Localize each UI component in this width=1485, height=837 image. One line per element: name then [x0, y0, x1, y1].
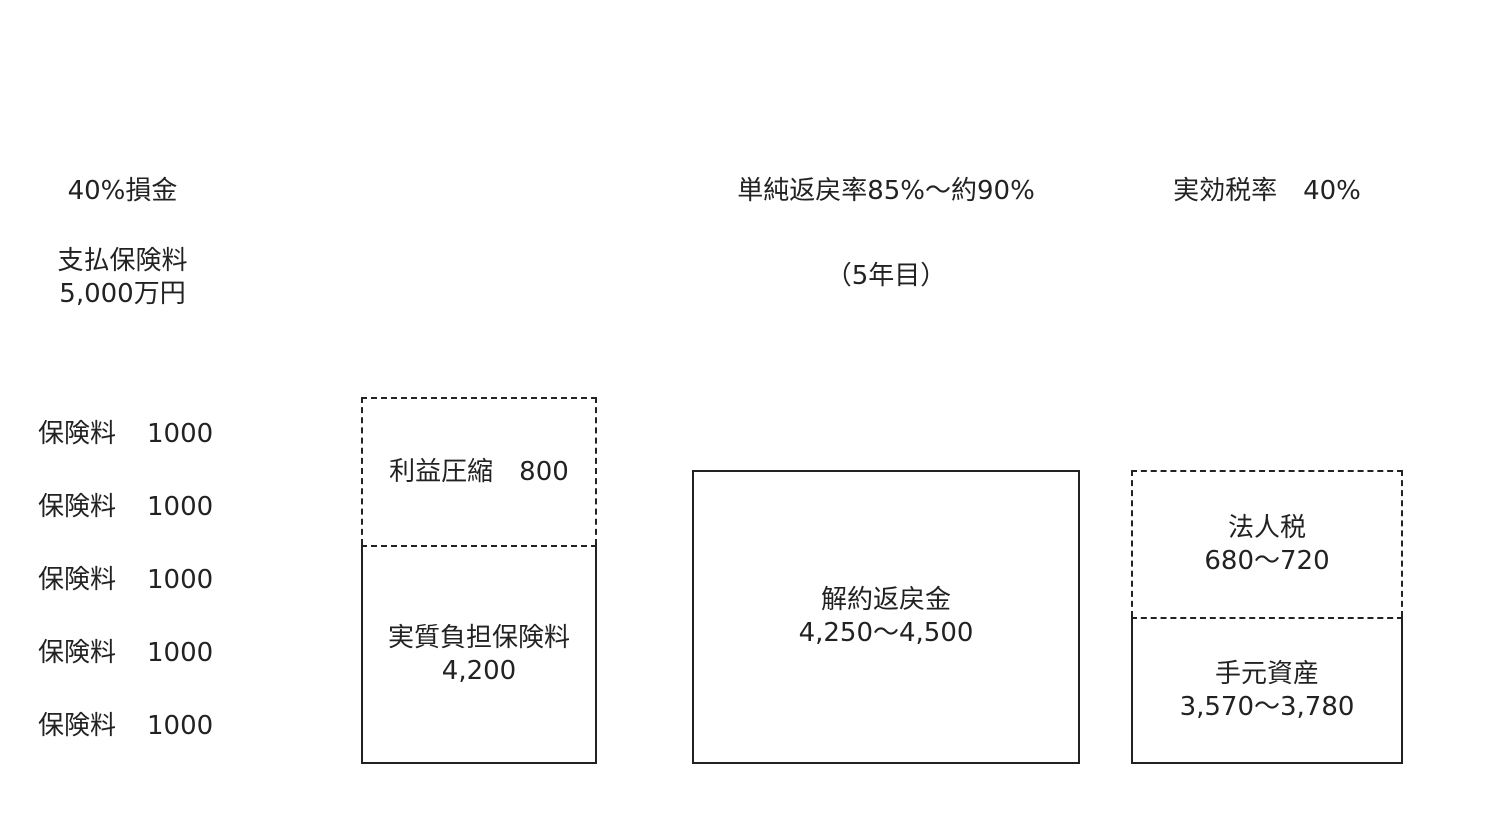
premium-amount: 1000 [147, 565, 214, 595]
effective-burden-value: 4,200 [441, 655, 517, 686]
corporate-tax-box: 法人税 680～720 [1131, 470, 1403, 617]
profit-compression-box: 利益圧縮 800 [361, 397, 597, 545]
profit-compression-label: 利益圧縮 800 [389, 456, 569, 487]
net-assets-value: 3,570～3,780 [1179, 691, 1355, 722]
tax-rate-label: 実効税率 40% [1173, 176, 1361, 206]
premium-row: 保険料 1000 [38, 418, 238, 450]
effective-burden-box: 実質負担保険料 4,200 [361, 545, 597, 764]
net-assets-box: 手元資産 3,570～3,780 [1131, 617, 1403, 764]
premium-row: 保険料 1000 [38, 710, 238, 742]
premium-label: 保険料 [38, 711, 117, 741]
surrender-value-amount: 4,250～4,500 [798, 618, 974, 648]
paid-premium-amount: 5,000万円 [59, 279, 186, 309]
premium-amount: 1000 [147, 492, 214, 522]
premium-label: 保険料 [38, 419, 117, 449]
premium-row: 保険料 1000 [38, 491, 238, 523]
premium-row: 保険料 1000 [38, 637, 238, 669]
premium-label: 保険料 [38, 492, 117, 522]
premium-row: 保険料 1000 [38, 564, 238, 596]
year-label: （5年目） [825, 261, 947, 291]
effective-burden-label: 実質負担保険料 [387, 622, 570, 653]
surrender-value-label: 解約返戻金 [820, 585, 951, 615]
premium-label: 保険料 [38, 565, 117, 595]
premium-amount: 1000 [147, 638, 214, 668]
premium-label: 保険料 [38, 638, 117, 668]
surrender-value-box: 解約返戻金 4,250～4,500 [692, 470, 1080, 764]
return-rate-label: 単純返戻率85%～約90% [737, 176, 1035, 206]
premium-amount: 1000 [147, 711, 214, 741]
corporate-tax-label: 法人税 [1227, 512, 1306, 543]
paid-premium-label: 支払保険料 [57, 246, 188, 276]
premium-amount: 1000 [147, 419, 214, 449]
corporate-tax-value: 680～720 [1204, 545, 1330, 576]
net-assets-label: 手元資産 [1214, 658, 1319, 689]
deduction-label: 40%損金 [67, 176, 178, 206]
